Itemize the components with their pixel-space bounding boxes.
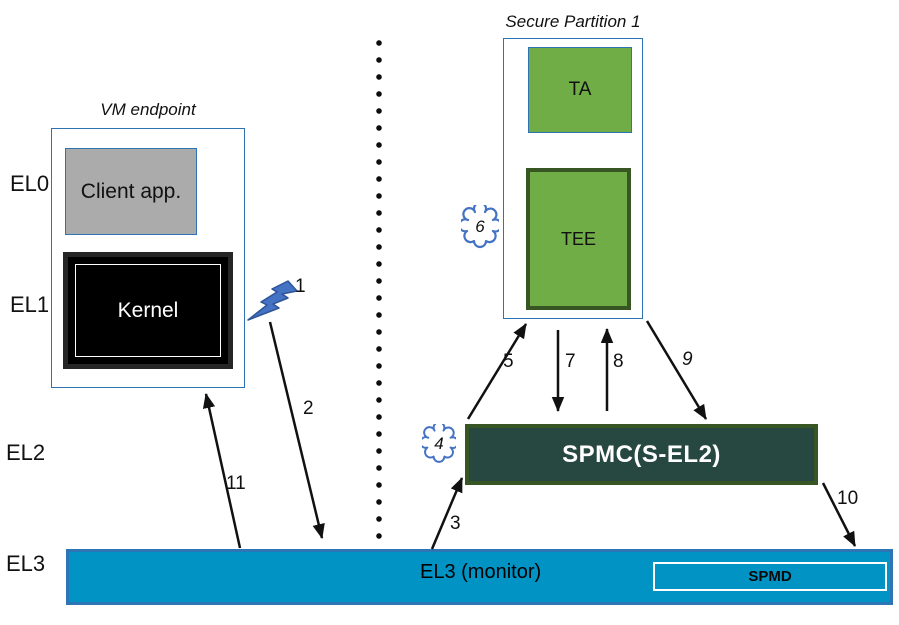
- normal-secure-divider-dotted-line: [376, 40, 382, 550]
- thought-cloud-icon: [422, 424, 456, 463]
- client-app-box: Client app.: [65, 148, 197, 235]
- spmd-box: SPMD: [653, 562, 887, 591]
- step-label-3: 3: [450, 513, 461, 534]
- step-label-5: 5: [503, 351, 514, 372]
- step-label-1: 1: [295, 276, 306, 297]
- spmd-label: SPMD: [748, 568, 792, 585]
- lightning-bolt-icon: [247, 280, 298, 321]
- spmc-box: SPMC(S-EL2): [465, 424, 818, 485]
- tee-label: TEE: [560, 228, 596, 249]
- cloud-step-4-number: 4: [434, 434, 444, 453]
- cloud-step-6: 6: [461, 205, 499, 249]
- step-label-8: 8: [613, 351, 624, 372]
- el3-monitor-bar: [66, 549, 893, 605]
- step-label-11: 11: [226, 473, 246, 494]
- tee-box: TEE: [526, 168, 631, 310]
- level-label-el1: EL1: [10, 292, 50, 317]
- vm-endpoint-title: VM endpoint: [100, 100, 196, 119]
- secure-partition-title: Secure Partition 1: [505, 12, 641, 31]
- kernel-box: Kernel: [63, 252, 233, 369]
- el3-monitor-label: EL3 (monitor): [420, 561, 542, 583]
- spmc-label: SPMC(S-EL2): [562, 440, 721, 468]
- step-label-7: 7: [565, 351, 576, 372]
- step-label-9: 9: [682, 349, 693, 370]
- level-label-el2: EL2: [6, 440, 46, 465]
- kernel-inner-frame: Kernel: [75, 264, 221, 357]
- cloud-step-4: 4: [422, 424, 456, 464]
- step-label-10: 10: [837, 488, 859, 509]
- thought-cloud-icon: [461, 205, 499, 249]
- cloud-step-6-number: 6: [475, 217, 485, 236]
- arrow-step-5: [466, 323, 528, 420]
- arrow-step-2: [268, 321, 325, 539]
- step-label-2: 2: [303, 398, 314, 419]
- client-app-label: Client app.: [80, 179, 182, 203]
- ta-label: TA: [568, 79, 592, 100]
- arrow-step-9: [645, 320, 708, 420]
- arrow-step-11: [202, 393, 242, 549]
- level-label-el0: EL0: [10, 171, 50, 196]
- level-label-el3: EL3: [6, 551, 46, 576]
- kernel-label: Kernel: [117, 298, 179, 322]
- ta-box: TA: [528, 47, 632, 133]
